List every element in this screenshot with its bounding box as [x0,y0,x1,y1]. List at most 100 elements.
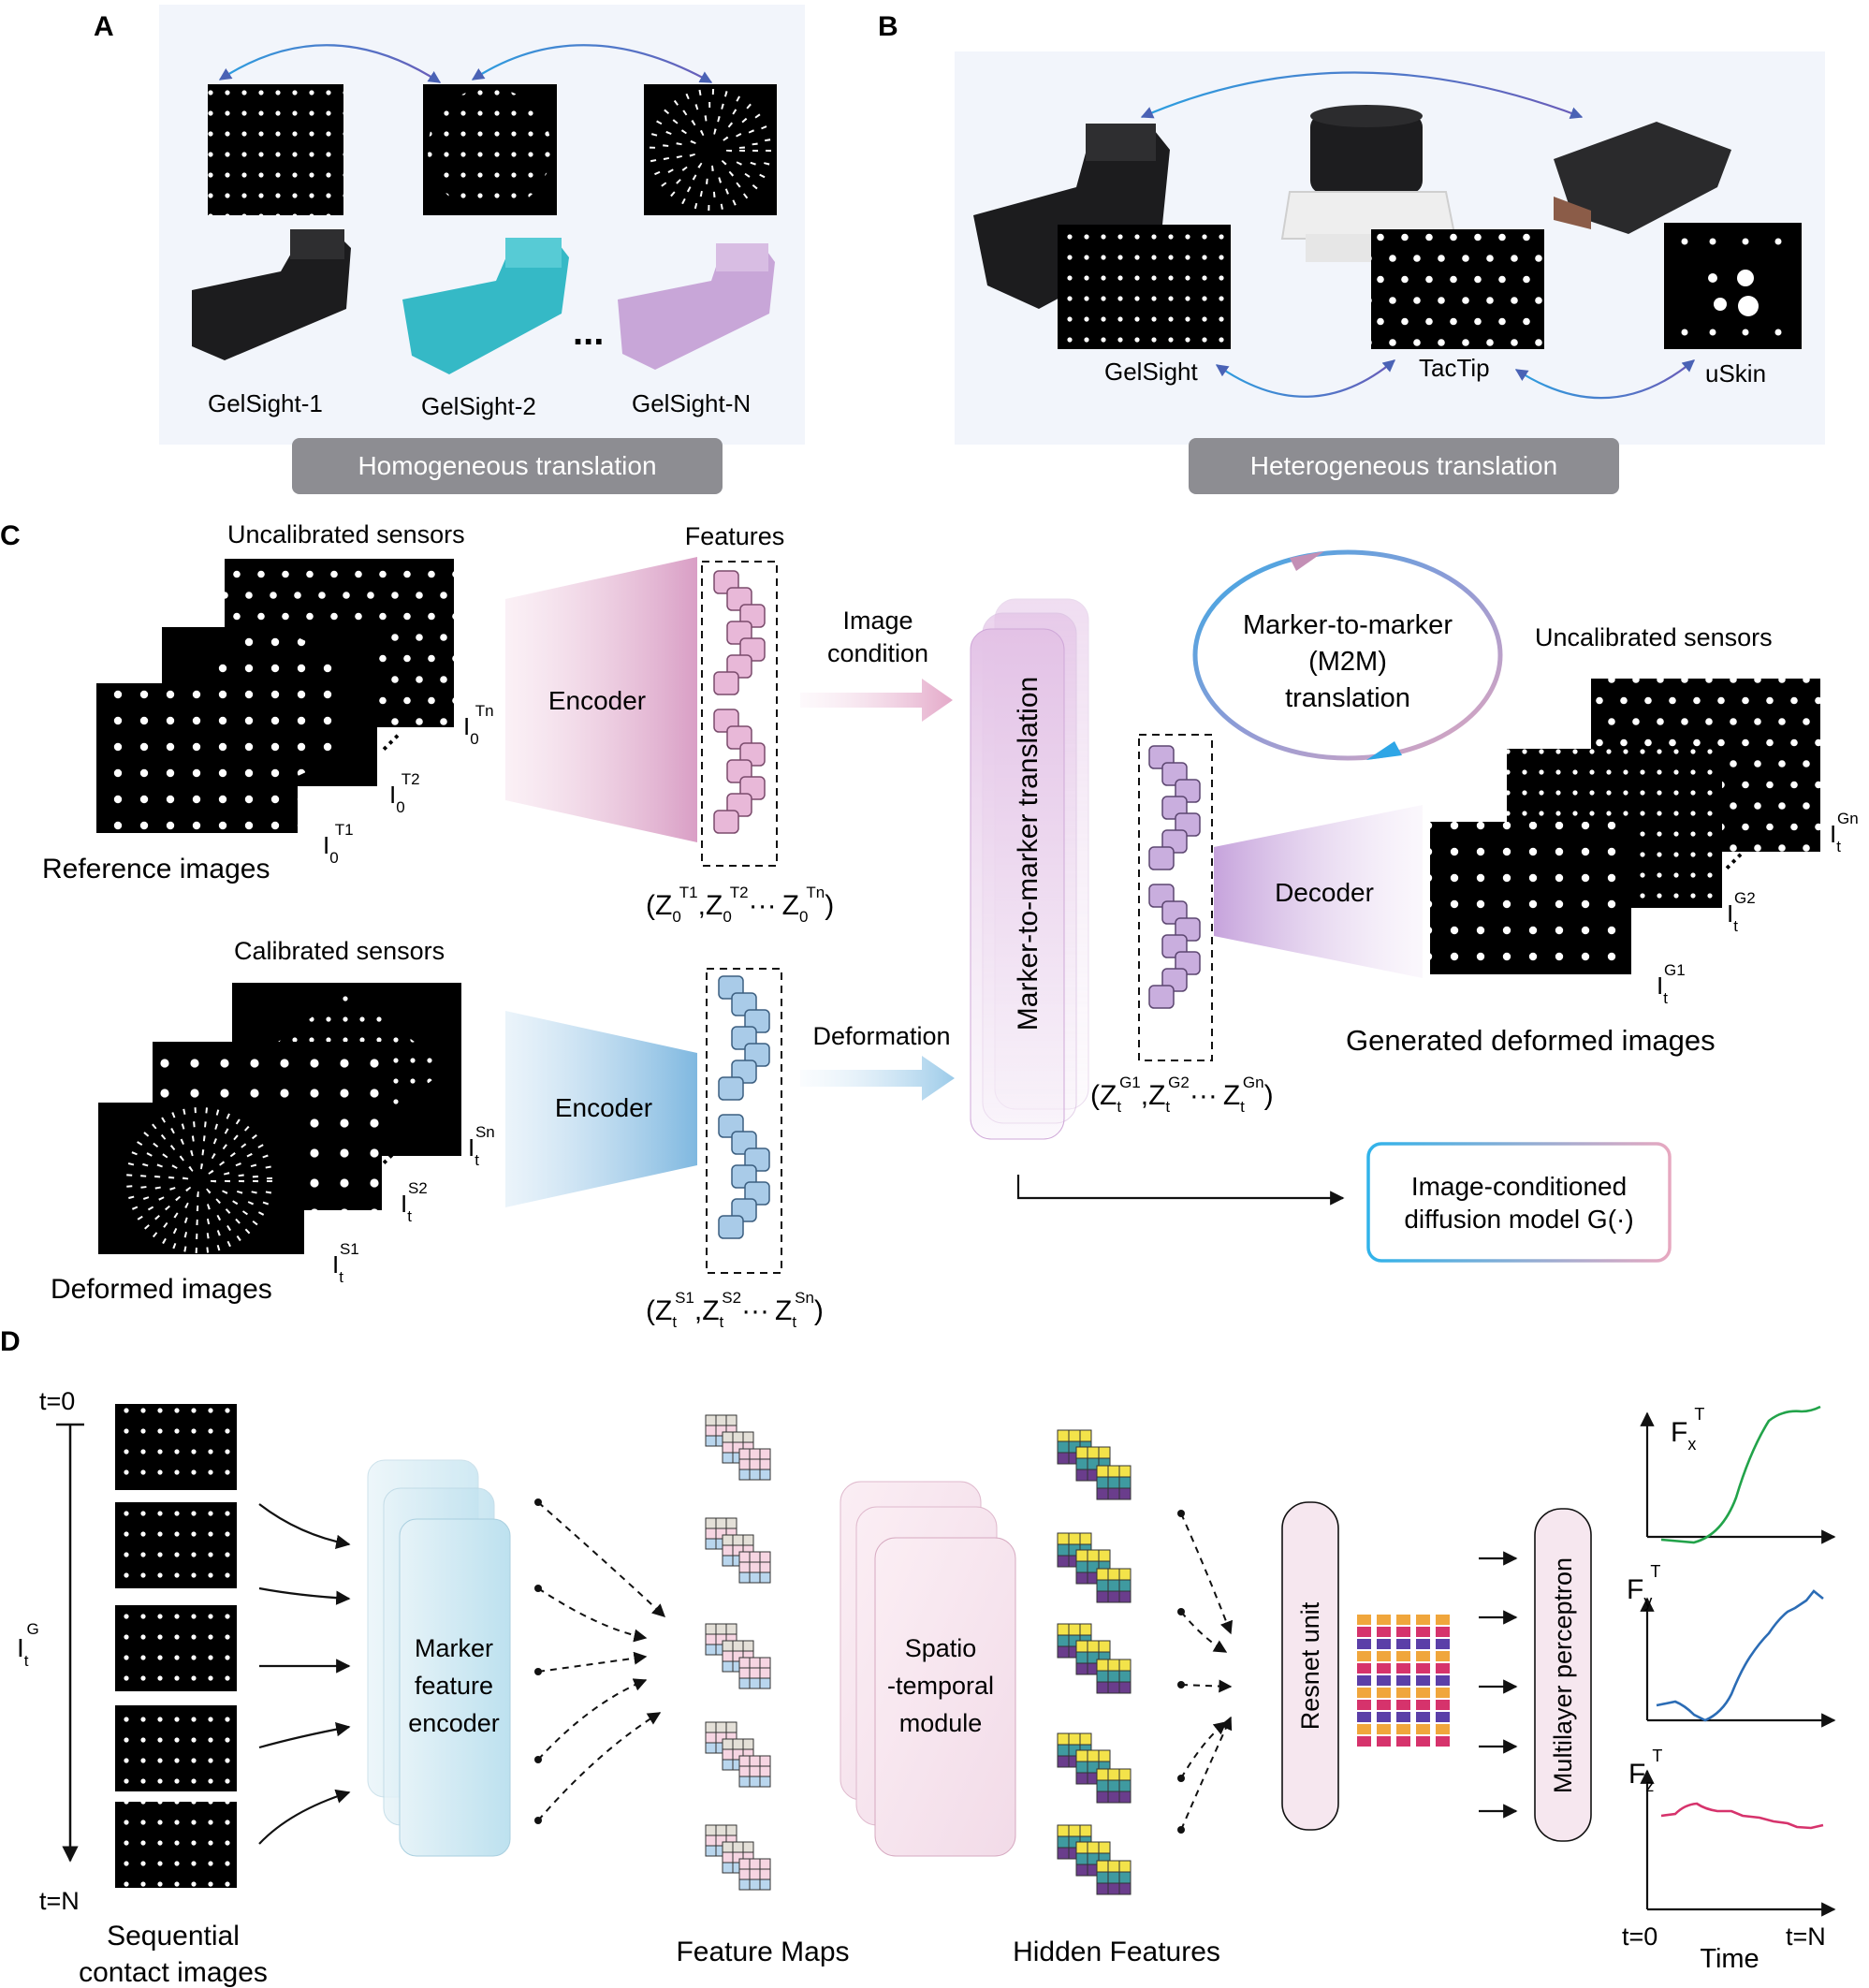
feature-map-cell [738,1667,751,1679]
uskin-device [1554,122,1731,234]
resnet-output-cell [1396,1627,1410,1637]
dot [1177,1775,1185,1782]
hidden-feature-cell [1096,1768,1109,1781]
label-gelsight-2: GelSight-2 [421,392,536,420]
swap-arrow-tactip-uskin [1514,359,1696,400]
resnet-output-cell [1396,1639,1410,1649]
hidden-feature-cell [1107,1779,1120,1792]
hidden-feature-cell [1057,1429,1070,1442]
feature-map-cell [749,1571,761,1584]
reference-image-t1 [96,683,298,833]
feature-map-cell [759,1868,771,1880]
hidden-feature-cell [1087,1446,1100,1459]
resnet-output-cell [1436,1639,1450,1649]
resnet-block [1281,1501,1339,1831]
marker-image-grid [208,84,343,215]
gen-label-g1: ItG1 [1657,961,1686,1007]
uskin-marker-image [1664,223,1802,349]
def-label-s1: ItS1 [332,1240,359,1286]
contact-image-dots [115,1404,237,1490]
feature-map-cell [759,1469,771,1481]
contact-image-dots [115,1802,237,1888]
feature-map-cell [742,1534,754,1546]
feature-map-cell [749,1561,761,1573]
feature-map-cell [705,1644,717,1656]
generated-image-g1 [1430,822,1631,974]
encoder-line2: feature [415,1672,493,1700]
feature-map-cell [738,1469,751,1481]
sequential-images [115,1404,237,1888]
reference-caption: Reference images [42,854,270,884]
feature-map-cell [759,1878,771,1891]
encoder-line1: Marker [415,1634,493,1662]
feature-map-cell [749,1551,761,1563]
features-top-box [701,561,778,867]
resnet-output-cell [1377,1712,1391,1722]
feature-map-cell [749,1868,761,1880]
feature-map-cell [738,1776,751,1788]
swap-arrow-gelsight-uskin [1140,71,1584,119]
resnet-output-cell [1396,1651,1410,1661]
feature-map-cell [759,1657,771,1669]
z0-set: (Z0T1,Z0T2···Z0Tn) [646,884,834,926]
hidden-feature-cell [1057,1732,1070,1746]
hidden-feature-cell [1107,1681,1120,1694]
diffusion-box [1366,1142,1672,1263]
resnet-label: Resnet unit [1296,1601,1324,1730]
features-bottom-cells [718,975,770,1239]
resnet-output-cell [1436,1736,1450,1747]
image-condition-arrow [800,679,953,722]
hidden-feature-cell [1107,1487,1120,1500]
swap-arrow-2-to-n [471,44,713,83]
uncalibrated-title: Uncalibrated sensors [227,520,465,548]
resnet-output-cell [1396,1615,1410,1625]
input-label: ItG [17,1620,39,1670]
resnet-output-cell [1377,1639,1391,1649]
hidden-feature-cell [1096,1791,1109,1804]
hidden-feature-cell [1057,1847,1070,1860]
hidden-features [1057,1429,1132,1895]
diffusion-line1: Image-conditioned [1411,1172,1627,1201]
resnet-output-cell [1357,1663,1371,1674]
deformation-arrow [800,1056,955,1101]
feature-map-cell [722,1544,734,1557]
dot [534,1585,542,1592]
resnet-output-cell [1416,1663,1430,1674]
hidden-feature-cell [1087,1749,1100,1762]
resnet-output-cell [1357,1712,1371,1722]
feature-map-cell [738,1858,751,1870]
hidden-feature-cell [1057,1744,1070,1757]
diffusion-line2: diffusion model G(·) [1404,1205,1633,1234]
feature-map-cell [759,1677,771,1689]
hidden-feature-cell [1079,1623,1092,1636]
resnet-output-cell [1396,1675,1410,1686]
m2m-block-label: Marker-to-marker translation [1013,677,1044,1031]
resnet-output-cell [1416,1627,1430,1637]
hidden-feature-cell [1118,1882,1132,1895]
hidden-feature-cell [1075,1864,1088,1877]
feature-map-cell [722,1841,734,1853]
gelsight-sensor-purple [618,243,775,370]
feature-map-cell [705,1742,717,1754]
panel-b: B [878,11,1825,494]
seq-caption-line2: contact images [79,1957,268,1988]
resnet-output-cell [1377,1627,1391,1637]
feature-map-cell [732,1841,744,1853]
hidden-feature-cell [1096,1882,1109,1895]
feature-map-cell [715,1517,727,1529]
label-tactip: TacTip [1419,354,1490,382]
feature-map-cell [722,1431,734,1443]
features-title: Features [685,522,785,550]
resnet-output-columns [1357,1615,1450,1747]
feature-map-cell [722,1759,734,1771]
feature-map-cell [705,1528,717,1540]
dot [534,1668,542,1675]
feature-map-cell [738,1755,751,1767]
hidden-feature-cell [1118,1568,1132,1581]
feature-map-cell [742,1640,754,1652]
feature-map-cell [715,1824,727,1836]
feature-map-cell [722,1862,734,1874]
force-label-x: FxT [1671,1405,1704,1454]
panel-a-letter: A [94,11,114,42]
feature-map-cell [738,1677,751,1689]
